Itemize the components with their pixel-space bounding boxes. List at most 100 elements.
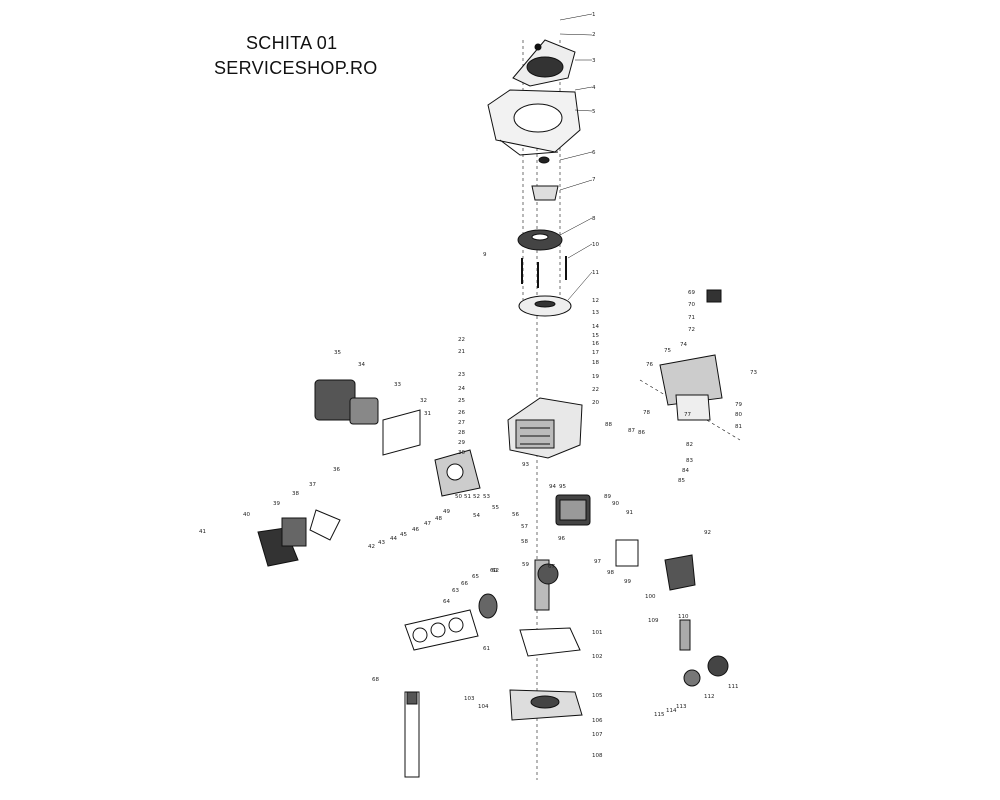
callout-12: 12: [592, 298, 599, 304]
callouts-left-group: 31 32 33 34 35 36 37 38 39 40 41 42 43 4…: [199, 350, 555, 683]
callout-89: 89: [604, 494, 611, 500]
callout-22b: 22: [458, 337, 465, 343]
callouts-right-group: 69 70 71 72 73 74 75 76 77 78 79 80 81 8…: [522, 290, 757, 600]
callout-47: 47: [424, 521, 431, 527]
dipstick-tube: [404, 691, 420, 778]
callout-79: 79: [735, 402, 742, 408]
crankcase: [509, 627, 583, 721]
leader-lines: [559, 13, 593, 301]
callout-48: 48: [435, 516, 442, 522]
callout-83: 83: [686, 458, 693, 464]
callout-6: 6: [592, 150, 596, 156]
callout-5: 5: [592, 109, 596, 115]
ignition-plate: [518, 295, 572, 317]
callout-13: 13: [592, 310, 599, 316]
site-name: SERVICESHOP.RO: [214, 58, 378, 78]
callout-3: 3: [592, 58, 596, 64]
callout-24: 24: [458, 386, 465, 392]
starter-cover: [512, 39, 576, 87]
callout-109: 109: [648, 618, 659, 624]
callout-102: 102: [592, 654, 603, 660]
callout-7: 7: [592, 177, 596, 183]
callout-29: 29: [458, 440, 465, 446]
callout-60: 60: [490, 568, 497, 574]
callout-22: 22: [592, 387, 599, 393]
flywheel: [517, 156, 563, 251]
callout-96: 96: [558, 536, 565, 542]
callout-101: 101: [592, 630, 603, 636]
muffler: [257, 509, 341, 567]
callout-33: 33: [394, 382, 401, 388]
callout-19: 19: [592, 374, 599, 380]
callout-10: 10: [592, 242, 599, 248]
callout-76: 76: [646, 362, 653, 368]
callouts-right-column: 1 2 3 4 5 6 7 8 10 11 12 13 14 15 16 17 …: [592, 12, 599, 406]
callout-98: 98: [607, 570, 614, 576]
callout-57: 57: [521, 524, 528, 530]
callout-23: 23: [458, 372, 465, 378]
callout-85: 85: [678, 478, 685, 484]
callout-113: 113: [676, 704, 687, 710]
callout-84: 84: [682, 468, 689, 474]
callout-63: 63: [452, 588, 459, 594]
callout-100: 100: [645, 594, 656, 600]
callout-8: 8: [592, 216, 596, 222]
callout-31: 31: [424, 411, 431, 417]
callout-104: 104: [478, 704, 489, 710]
callout-64: 64: [443, 599, 450, 605]
callout-58: 58: [521, 539, 528, 545]
callout-2: 2: [592, 32, 596, 38]
callout-69: 69: [688, 290, 695, 296]
callout-80: 80: [735, 412, 742, 418]
callout-34: 34: [358, 362, 365, 368]
air-filter-assembly: [314, 379, 421, 456]
callout-14: 14: [592, 324, 599, 330]
long-bolts: [521, 256, 567, 288]
callout-70: 70: [688, 302, 695, 308]
callout-106: 106: [592, 718, 603, 724]
callout-72: 72: [688, 327, 695, 333]
axis-guides: [522, 40, 741, 780]
callout-41: 41: [199, 529, 206, 535]
callout-9: 9: [483, 252, 487, 258]
callout-67: 67: [548, 564, 555, 570]
callouts-center-left: 9 21 22 23 24 25 26 27 28 29 30: [458, 252, 487, 456]
callout-56: 56: [512, 512, 519, 518]
callout-49: 49: [443, 509, 450, 515]
callout-97: 97: [594, 559, 601, 565]
callout-65: 65: [472, 574, 479, 580]
callout-4: 4: [592, 85, 596, 91]
callout-107: 107: [592, 732, 603, 738]
callout-36: 36: [333, 467, 340, 473]
callouts-bottom-group: 101 102 103 104 105 106 107 108 109 110 …: [464, 614, 739, 759]
callout-74: 74: [680, 342, 687, 348]
callout-39: 39: [273, 501, 280, 507]
callout-77: 77: [684, 412, 691, 418]
callout-75: 75: [664, 348, 671, 354]
callout-26: 26: [458, 410, 465, 416]
callout-18: 18: [592, 360, 599, 366]
callout-112: 112: [704, 694, 715, 700]
exhaust-muffler: [555, 494, 591, 526]
callout-73: 73: [750, 370, 757, 376]
callout-28: 28: [458, 430, 465, 436]
callout-21: 21: [458, 349, 465, 355]
callout-93: 93: [522, 462, 529, 468]
callout-42: 42: [368, 544, 375, 550]
callout-25: 25: [458, 398, 465, 404]
callout-95: 95: [559, 484, 566, 490]
callout-32: 32: [420, 398, 427, 404]
callout-37: 37: [309, 482, 316, 488]
callout-61: 61: [483, 646, 490, 652]
callout-17: 17: [592, 350, 599, 356]
callout-54: 54: [473, 513, 480, 519]
crankshaft: [534, 559, 559, 611]
callout-105: 105: [592, 693, 603, 699]
callout-59: 59: [522, 562, 529, 568]
callout-114: 114: [666, 708, 677, 714]
callout-20: 20: [592, 400, 599, 406]
callout-108: 108: [592, 753, 603, 759]
callout-88: 88: [605, 422, 612, 428]
